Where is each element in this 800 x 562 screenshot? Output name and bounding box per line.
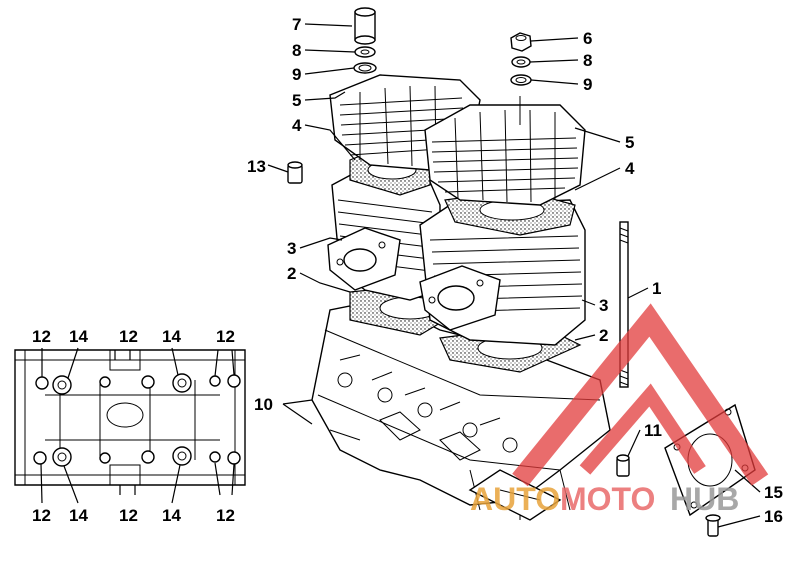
spacer-sleeve: [354, 7, 376, 45]
crankcase-bottom-inset: [14, 349, 246, 486]
cylinder-head-right: [424, 96, 586, 206]
callout-15: 15: [764, 483, 783, 502]
cylinder-right: [419, 199, 586, 346]
callout-2-left: 2: [287, 264, 296, 283]
watermark-triangle-outer: [512, 303, 769, 487]
callout-11: 11: [644, 421, 662, 440]
long-stud: [619, 221, 629, 388]
callout-16: 16: [764, 507, 783, 526]
cylinder-left: [327, 169, 441, 301]
callout-8-right: 8: [583, 51, 592, 70]
inset-callout-top-3: 12: [119, 327, 138, 346]
watermark-text-auto: AUTO: [470, 481, 560, 517]
washer-right: [511, 56, 531, 68]
callout-6: 6: [583, 29, 592, 48]
inset-callout-top-1: 12: [32, 327, 51, 346]
callout-labels: 7 8 9 5 4 13 3 2 6 8 9 5 4 1 3 2 10 11 1…: [32, 15, 783, 526]
callout-10: 10: [254, 395, 273, 414]
seal-ring-left: [353, 62, 377, 74]
callout-5-left: 5: [292, 91, 301, 110]
callout-13: 13: [247, 157, 266, 176]
watermark-text-hub: HUB: [670, 481, 739, 517]
inset-callout-bottom-1: 12: [32, 506, 51, 525]
small-dowel: [616, 454, 630, 477]
callout-8-left: 8: [292, 41, 301, 60]
callout-2-right: 2: [599, 326, 608, 345]
callout-9-left: 9: [292, 65, 301, 84]
watermark-text-moto: MOTO: [560, 481, 655, 517]
inset-callout-bottom-4: 14: [162, 506, 181, 525]
callout-9-right: 9: [583, 75, 592, 94]
washer-left: [354, 46, 376, 58]
dowel-pin: [287, 161, 303, 184]
callout-7: 7: [292, 15, 301, 34]
seal-ring-right: [510, 74, 532, 86]
callout-5-right: 5: [625, 133, 634, 152]
leader-lines: [40, 23, 761, 528]
screw: [705, 514, 721, 537]
watermark-triangle-inner: [579, 383, 706, 475]
callout-4-left: 4: [292, 116, 302, 135]
inset-callout-bottom-3: 12: [119, 506, 138, 525]
inset-callout-top-4: 14: [162, 327, 181, 346]
inset-callout-top-5: 12: [216, 327, 235, 346]
callout-3-left: 3: [287, 239, 296, 258]
inset-callout-top-2: 14: [69, 327, 88, 346]
callout-1: 1: [652, 279, 661, 298]
callout-4-right: 4: [625, 159, 635, 178]
callout-3-right: 3: [599, 296, 608, 315]
inset-callout-bottom-2: 14: [69, 506, 88, 525]
watermark-logo: AUTO MOTO HUB: [470, 303, 769, 517]
inset-callout-bottom-5: 12: [216, 506, 235, 525]
nut: [510, 32, 532, 52]
